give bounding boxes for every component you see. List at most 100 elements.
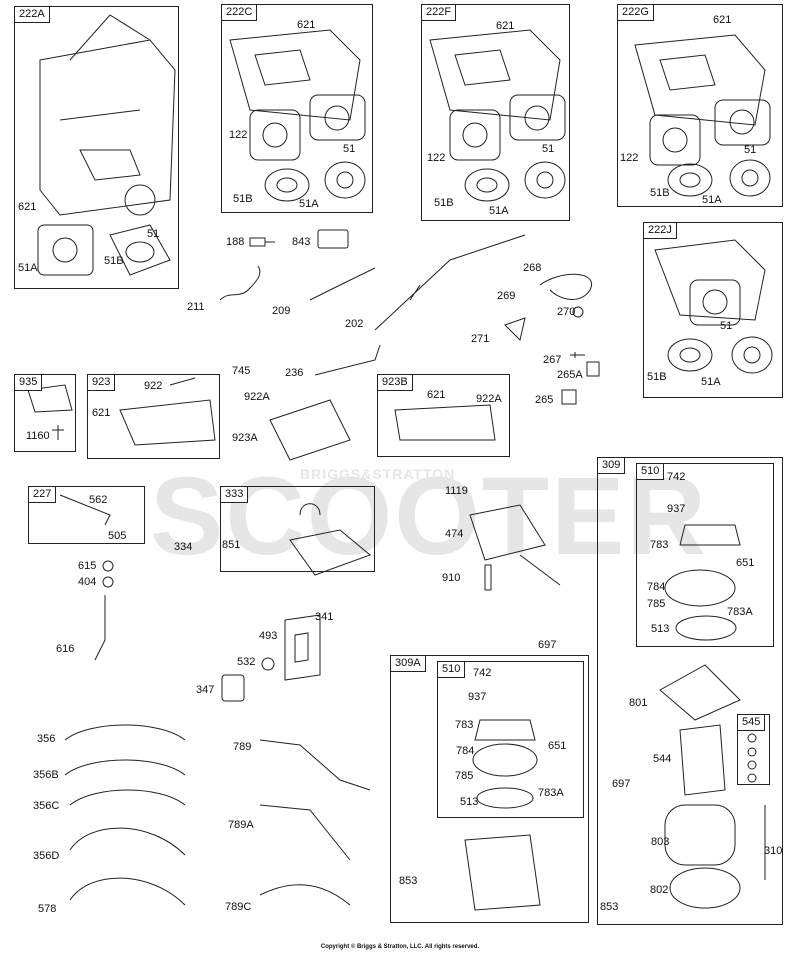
label-1119: 1119 bbox=[445, 485, 468, 497]
label-51B: 51B bbox=[104, 255, 124, 267]
box-222A: 222A bbox=[14, 6, 179, 289]
spring-922 bbox=[169, 377, 196, 386]
label-51A: 51A bbox=[18, 262, 38, 274]
governor-923A bbox=[269, 399, 351, 461]
label-1160: 1160 bbox=[26, 430, 50, 442]
box-510-a: 510 bbox=[636, 463, 774, 647]
box-tag: 923 bbox=[88, 375, 116, 391]
bracket-222C bbox=[229, 29, 361, 121]
label-270: 270 bbox=[557, 306, 576, 318]
harness-356B bbox=[64, 759, 186, 776]
label-802: 802 bbox=[650, 884, 669, 896]
label-621: 621 bbox=[297, 19, 316, 31]
box-222C: 222C bbox=[221, 4, 373, 213]
label-922: 922 bbox=[144, 380, 163, 392]
label-783: 783 bbox=[455, 719, 474, 731]
label-122: 122 bbox=[620, 152, 639, 164]
label-784: 784 bbox=[647, 581, 666, 593]
label-51: 51 bbox=[744, 144, 757, 156]
nut-615 bbox=[102, 560, 114, 572]
label-356: 356 bbox=[37, 733, 56, 745]
bracket-935 bbox=[27, 384, 73, 413]
watermark-word: SCOOTER bbox=[150, 455, 708, 578]
box-935: 935 bbox=[14, 374, 76, 452]
label-310: 310 bbox=[764, 845, 783, 857]
box-309A: 309A bbox=[390, 655, 589, 923]
label-803: 803 bbox=[651, 836, 670, 848]
bracket-222G bbox=[634, 34, 766, 126]
label-783A: 783A bbox=[727, 606, 753, 618]
gasket-51-a bbox=[124, 184, 156, 216]
housing-803 bbox=[664, 804, 736, 866]
label-562: 562 bbox=[89, 494, 108, 506]
harness-356 bbox=[64, 724, 186, 741]
label-621: 621 bbox=[427, 389, 446, 401]
label-505: 505 bbox=[108, 530, 127, 542]
box-tag: 222G bbox=[618, 5, 654, 21]
label-851: 851 bbox=[222, 539, 241, 551]
bracket-222F bbox=[429, 29, 561, 121]
plate-493 bbox=[284, 614, 321, 681]
box-tag: 309A bbox=[391, 656, 426, 672]
label-341: 341 bbox=[315, 611, 334, 623]
cable-268 bbox=[539, 273, 593, 300]
ring-513b bbox=[476, 787, 534, 809]
box-tag: 309 bbox=[598, 458, 626, 474]
coil-333 bbox=[289, 503, 371, 576]
label-51: 51 bbox=[147, 228, 160, 240]
nut-270 bbox=[572, 306, 584, 318]
label-474: 474 bbox=[445, 528, 464, 540]
label-910: 910 bbox=[442, 572, 461, 584]
clutch-784b bbox=[472, 743, 538, 777]
label-843: 843 bbox=[292, 236, 311, 248]
box-tag: 510 bbox=[637, 464, 665, 480]
label-51B: 51B bbox=[233, 193, 253, 205]
block-843 bbox=[317, 229, 349, 249]
label-785: 785 bbox=[455, 770, 474, 782]
label-544: 544 bbox=[653, 753, 672, 765]
label-742: 742 bbox=[667, 471, 686, 483]
label-937: 937 bbox=[667, 503, 686, 515]
label-265A: 265A bbox=[557, 369, 583, 381]
link-202 bbox=[374, 234, 526, 331]
endcap-802 bbox=[669, 867, 741, 909]
label-51A: 51A bbox=[489, 205, 509, 217]
screw-267 bbox=[570, 352, 585, 358]
label-853: 853 bbox=[399, 875, 418, 887]
label-211: 211 bbox=[187, 301, 205, 313]
label-616: 616 bbox=[56, 643, 75, 655]
box-tag: 222C bbox=[222, 5, 258, 21]
grommet-532 bbox=[261, 657, 275, 671]
label-51: 51 bbox=[542, 143, 555, 155]
label-122: 122 bbox=[229, 129, 248, 141]
label-937: 937 bbox=[468, 691, 487, 703]
label-51B: 51B bbox=[647, 371, 667, 383]
harness-578 bbox=[69, 877, 186, 906]
starter-motor-309A bbox=[464, 834, 541, 911]
label-513: 513 bbox=[651, 623, 670, 635]
box-tag: 545 bbox=[738, 715, 766, 731]
label-356D: 356D bbox=[33, 850, 60, 862]
label-697: 697 bbox=[538, 639, 557, 651]
label-51: 51 bbox=[343, 143, 356, 155]
label-271: 271 bbox=[471, 333, 490, 345]
label-493: 493 bbox=[259, 630, 278, 642]
label-651: 651 bbox=[736, 557, 755, 569]
alternator-474 bbox=[469, 504, 561, 586]
label-789: 789 bbox=[233, 741, 252, 753]
rod-616 bbox=[94, 595, 106, 661]
cable-789C bbox=[259, 884, 351, 906]
label-356B: 356B bbox=[33, 769, 59, 781]
label-188: 188 bbox=[226, 236, 245, 248]
bracket-222A bbox=[39, 14, 176, 216]
label-783A: 783A bbox=[538, 787, 564, 799]
label-51: 51 bbox=[720, 320, 733, 332]
harness-789 bbox=[259, 739, 371, 791]
box-309: 309 bbox=[597, 457, 783, 925]
label-209: 209 bbox=[272, 305, 291, 317]
label-334: 334 bbox=[174, 541, 193, 553]
box-227: 227 bbox=[28, 486, 145, 544]
harness-356C bbox=[69, 789, 186, 806]
copyright-notice: Copyright © Briggs & Stratton, LLC. All … bbox=[320, 944, 480, 950]
gasket-51B-a bbox=[109, 224, 171, 276]
